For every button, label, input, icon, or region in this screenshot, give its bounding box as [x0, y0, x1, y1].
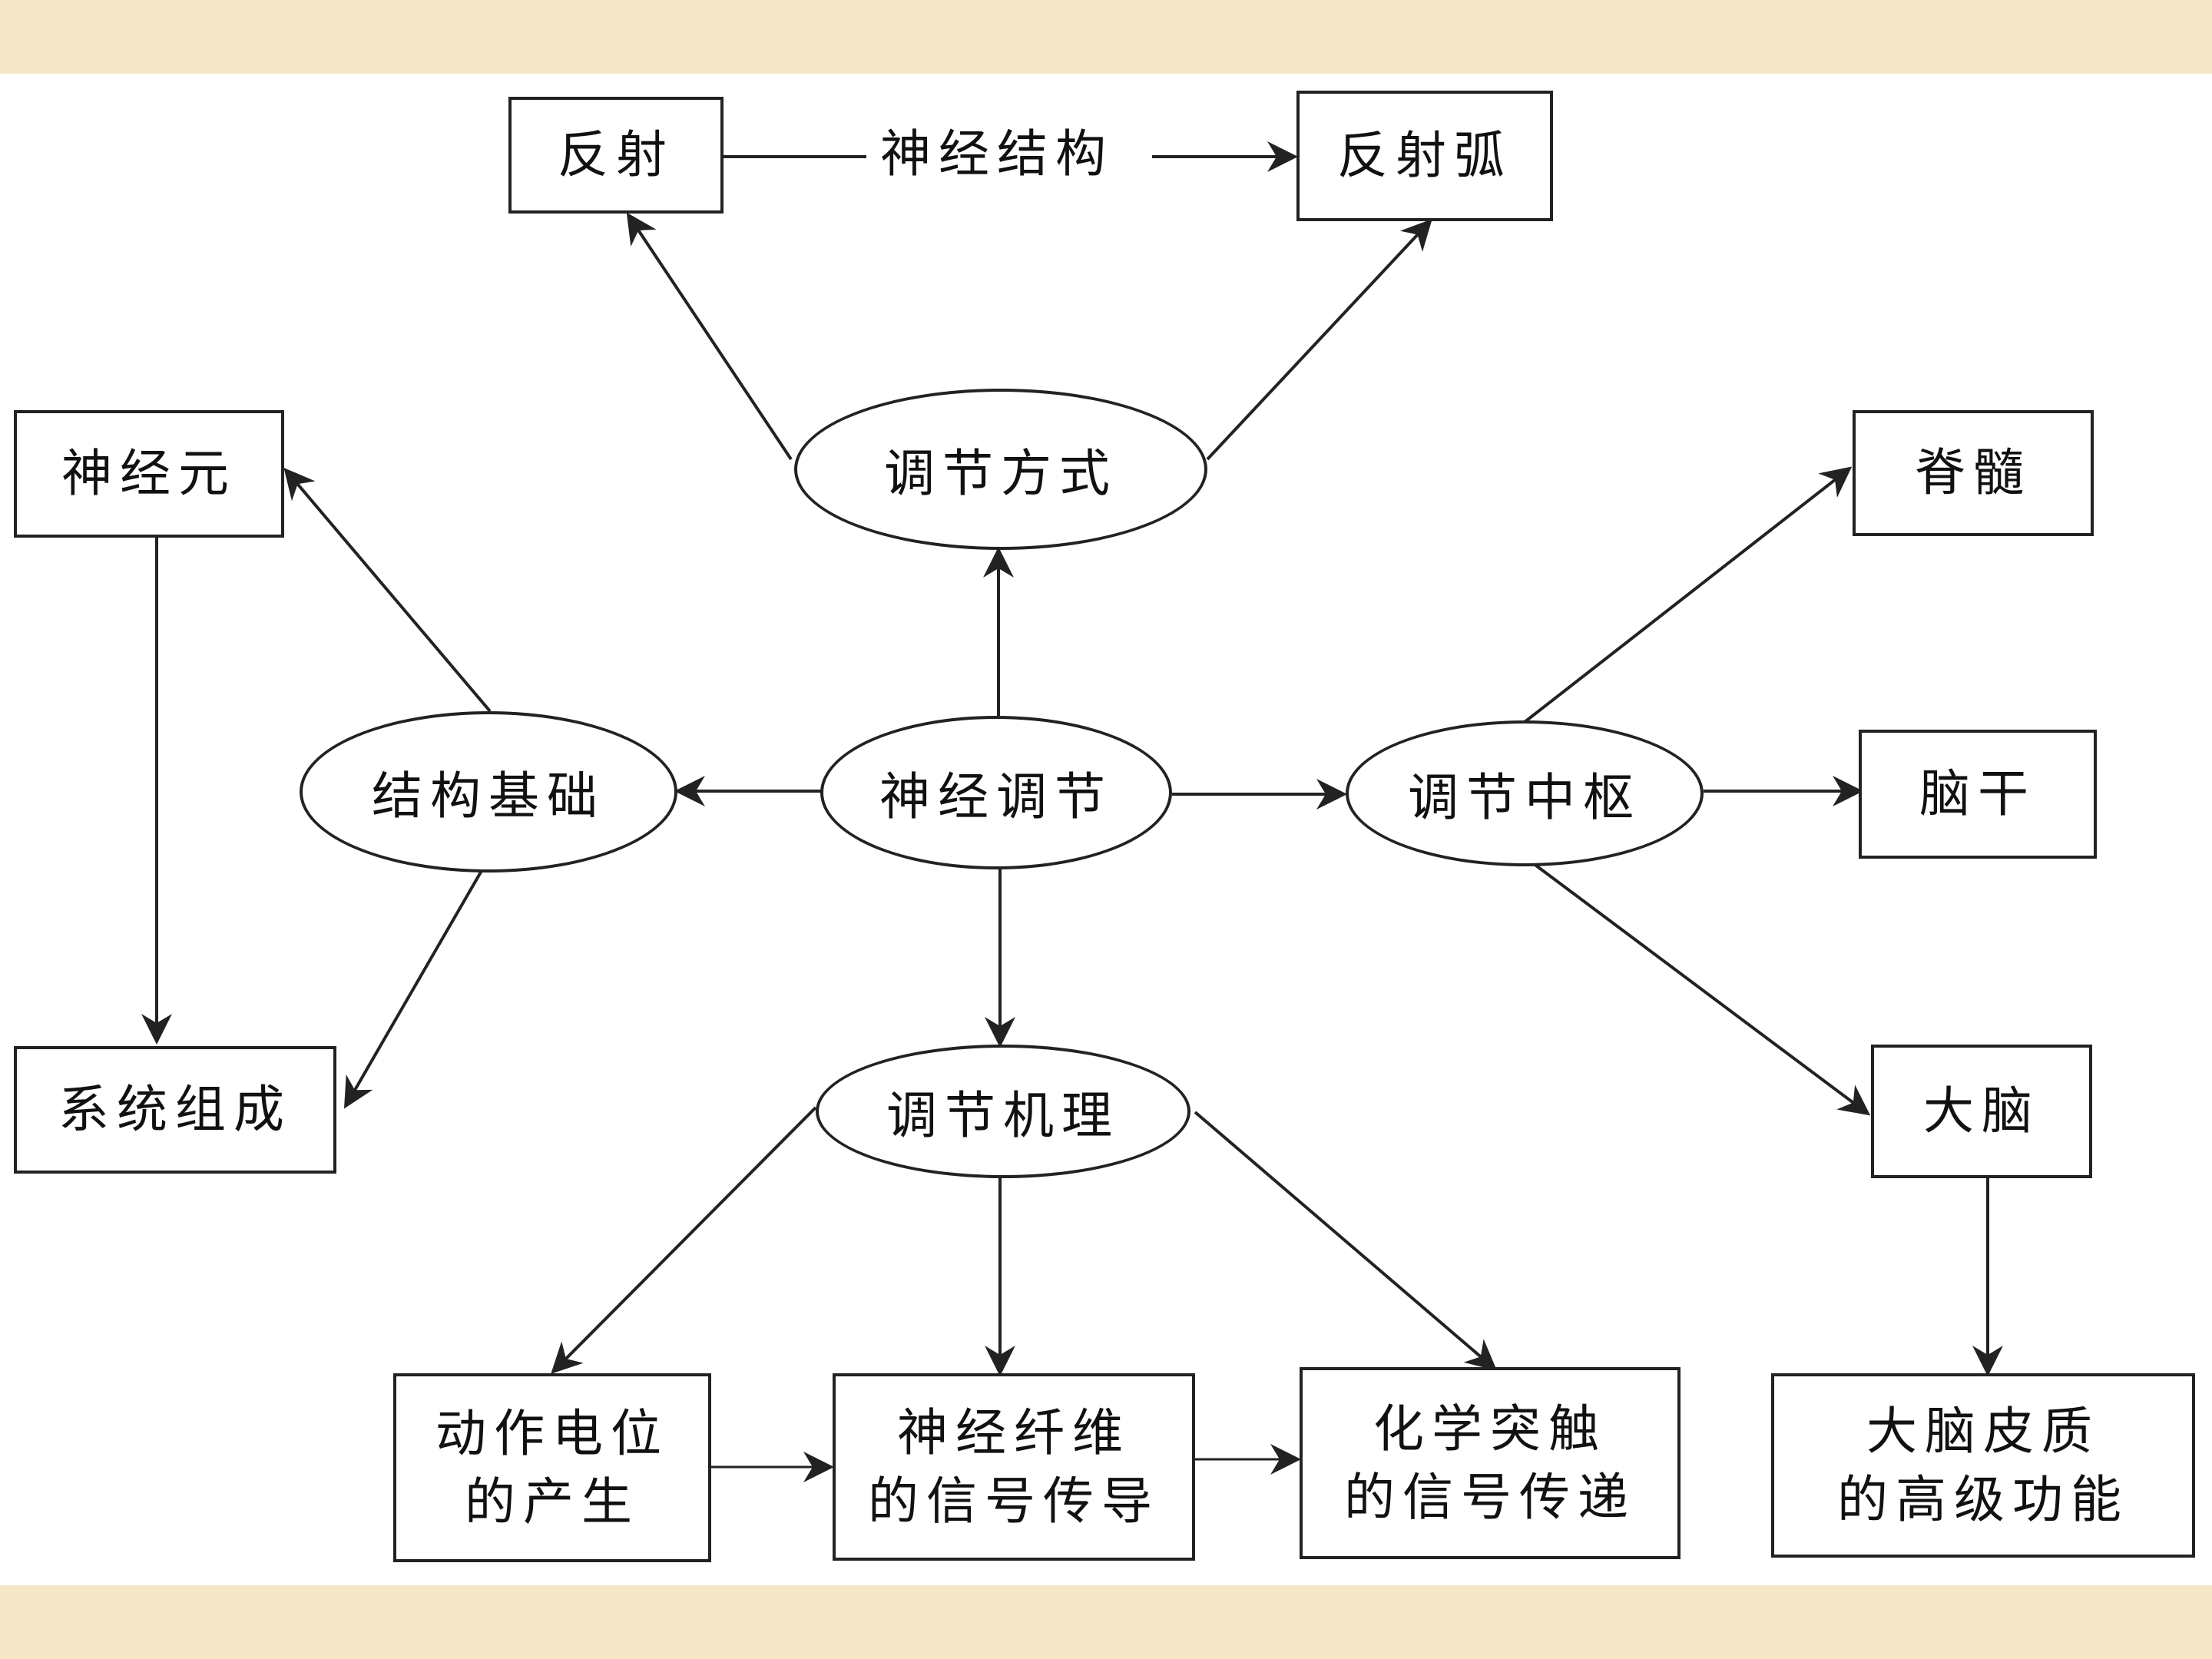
bottom-band: [0, 1585, 2212, 1659]
node-dongzuodianwei: 动作电位 的产生: [393, 1373, 711, 1562]
node-fanshehu: 反射弧: [1296, 91, 1553, 221]
node-danao-label: 大脑: [1923, 1081, 2040, 1141]
node-fanshehu-label: 反射弧: [1337, 126, 1512, 186]
top-band: [0, 0, 2212, 74]
node-shenjingyuan-label: 神经元: [61, 444, 237, 504]
node-dongzuodianwei-line2: 的产生: [465, 1472, 640, 1532]
node-fanshe-label: 反射: [558, 125, 674, 185]
node-tiaojiefangshi: 调节方式: [794, 389, 1207, 550]
node-danaopizhi-line2: 的高级功能: [1837, 1470, 2129, 1529]
edge-zhongshu-to-jisui: [1519, 466, 1853, 727]
node-xitongzucheng-label: 系统组成: [58, 1080, 292, 1140]
node-shenjingxianwei-line1: 神经纤维: [897, 1402, 1131, 1462]
node-shenjingxianwei-line2: 的信号传导: [868, 1472, 1160, 1531]
edge-fangshi-to-fanshe: [626, 212, 793, 461]
edge-jili-to-dianwei: [551, 1106, 817, 1374]
edge-zhongshu-to-danao: [1532, 862, 1871, 1116]
node-jisui: 脊髓: [1853, 410, 2094, 536]
node-naogan-label: 脑干: [1919, 764, 2036, 824]
edge-jichu-to-yuan: [283, 467, 492, 713]
edge-jili-to-tuchu: [1194, 1111, 1498, 1371]
edge-fangshi-to-fanshehu: [1206, 219, 1432, 461]
node-fanshe: 反射: [508, 97, 724, 214]
node-shenjingyuan: 神经元: [14, 410, 284, 538]
node-tiaojiejili-label: 调节机理: [886, 1086, 1120, 1145]
node-naogan: 脑干: [1859, 730, 2097, 859]
node-danaopizhi: 大脑皮质 的高级功能: [1771, 1373, 2195, 1558]
node-tiaojiefangshi-label: 调节方式: [884, 444, 1118, 503]
node-xitongzucheng: 系统组成: [14, 1046, 336, 1174]
node-huaxuetuchu-line2: 的信号传递: [1344, 1468, 1636, 1527]
node-shenjingxianwei: 神经纤维 的信号传导: [833, 1373, 1195, 1561]
node-shenjingtiaojie: 神经调节: [820, 716, 1172, 869]
node-shenjingtiaojie-label: 神经调节: [879, 767, 1113, 826]
node-danaopizhi-line1: 大脑皮质: [1866, 1401, 2100, 1461]
node-jisui-label: 脊髓: [1915, 443, 2032, 503]
node-dongzuodianwei-line1: 动作电位: [435, 1403, 669, 1463]
node-huaxuetuchu-line1: 化学突触: [1373, 1399, 1607, 1459]
node-danao: 大脑: [1871, 1045, 2092, 1178]
edge-jichu-to-zucheng: [343, 868, 484, 1109]
node-tiaojiejili: 调节机理: [816, 1045, 1190, 1178]
edge-label-shenjingjiegou: 神经结构: [866, 129, 1128, 180]
node-tiaojiezhongshu-label: 调节中枢: [1408, 768, 1641, 827]
node-huaxuetuchu: 化学突触 的信号传递: [1300, 1367, 1681, 1559]
node-tiaojiezhongshu: 调节中枢: [1346, 720, 1704, 866]
node-jiegoujichu-label: 结构基础: [372, 767, 605, 826]
node-jiegoujichu: 结构基础: [300, 711, 677, 873]
